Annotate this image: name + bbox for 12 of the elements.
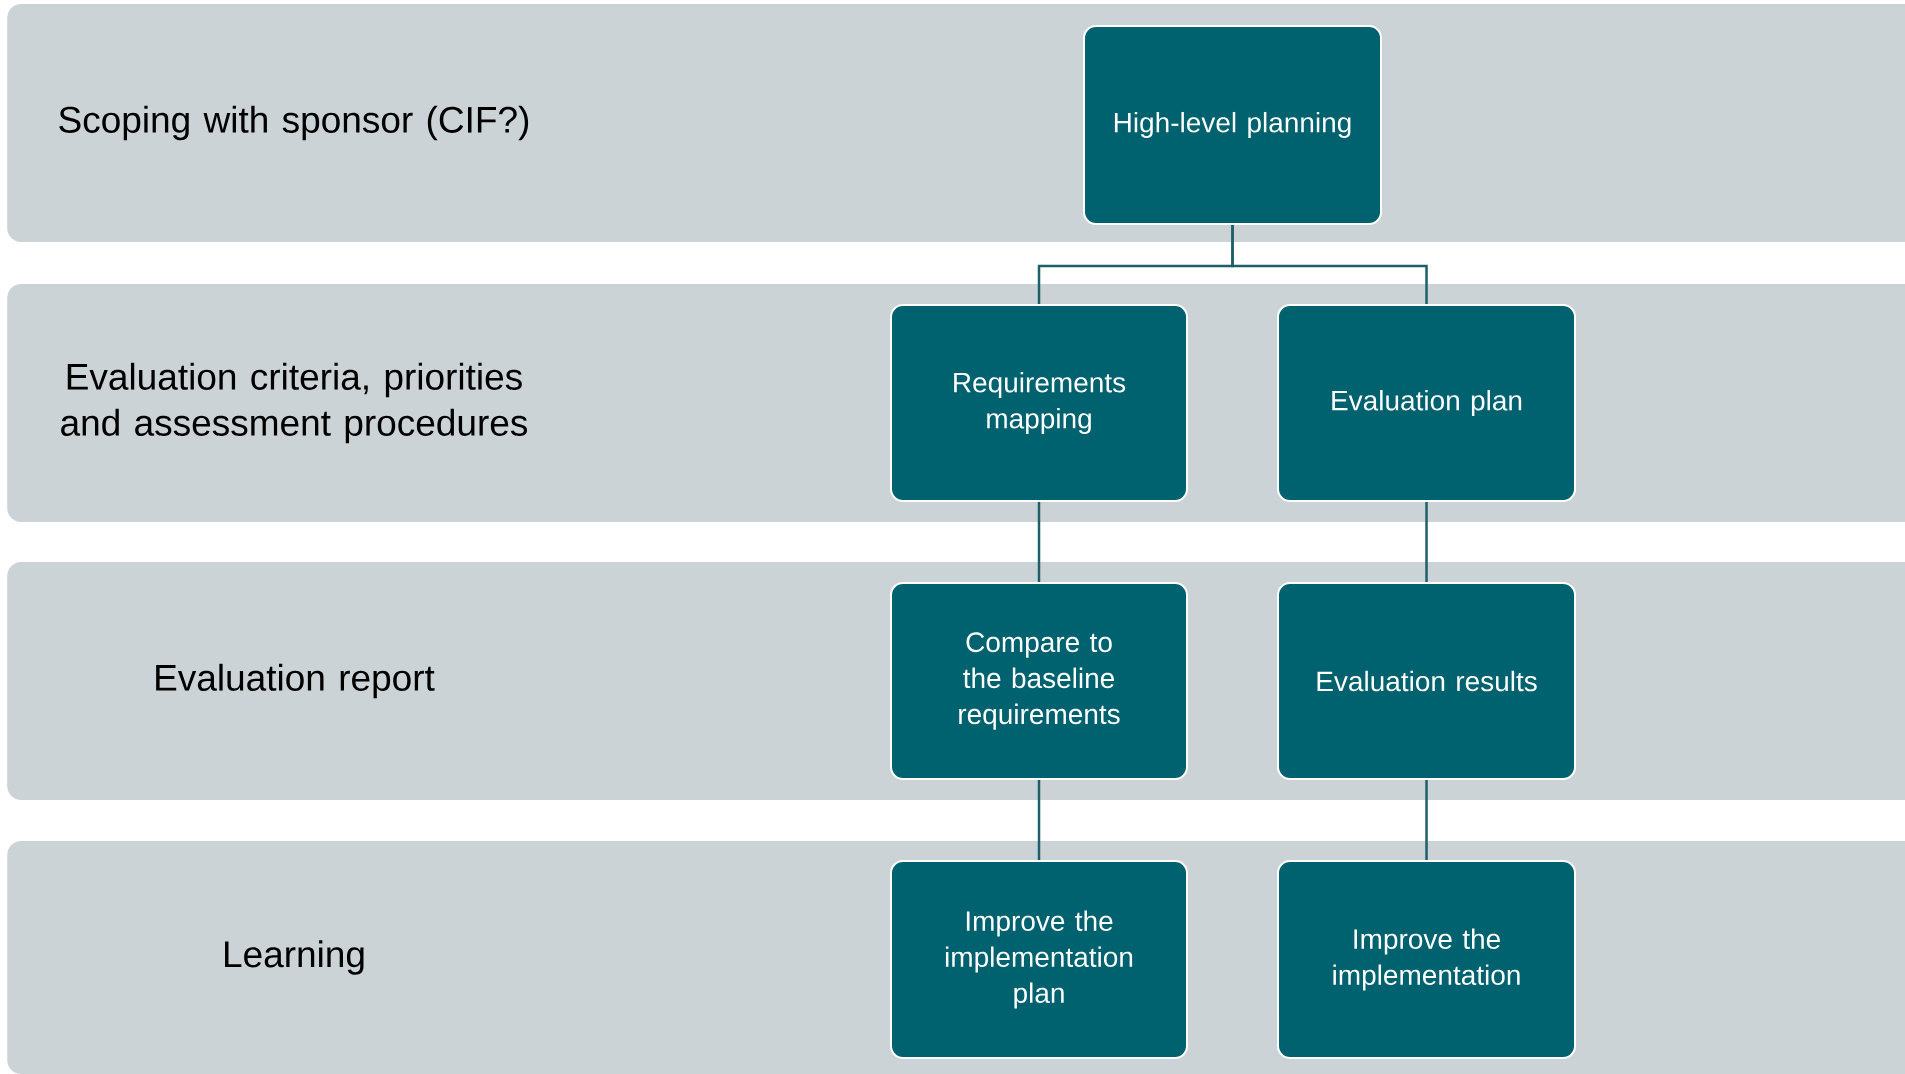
connector-line xyxy=(1231,225,1428,304)
process-box: Compare to the baseline requirements xyxy=(890,582,1188,780)
connector-line xyxy=(1037,780,1041,860)
process-box: Evaluation results xyxy=(1277,582,1576,780)
process-box: High-level planning xyxy=(1083,25,1382,225)
process-box: Improve the implementation plan xyxy=(890,860,1188,1059)
process-box: Improve the implementation xyxy=(1277,860,1576,1059)
connector-line xyxy=(1425,502,1428,582)
process-box: Evaluation plan xyxy=(1277,304,1576,502)
connector-line xyxy=(1037,502,1041,582)
connector-line xyxy=(1425,780,1428,860)
process-box: Requirements mapping xyxy=(890,304,1188,502)
